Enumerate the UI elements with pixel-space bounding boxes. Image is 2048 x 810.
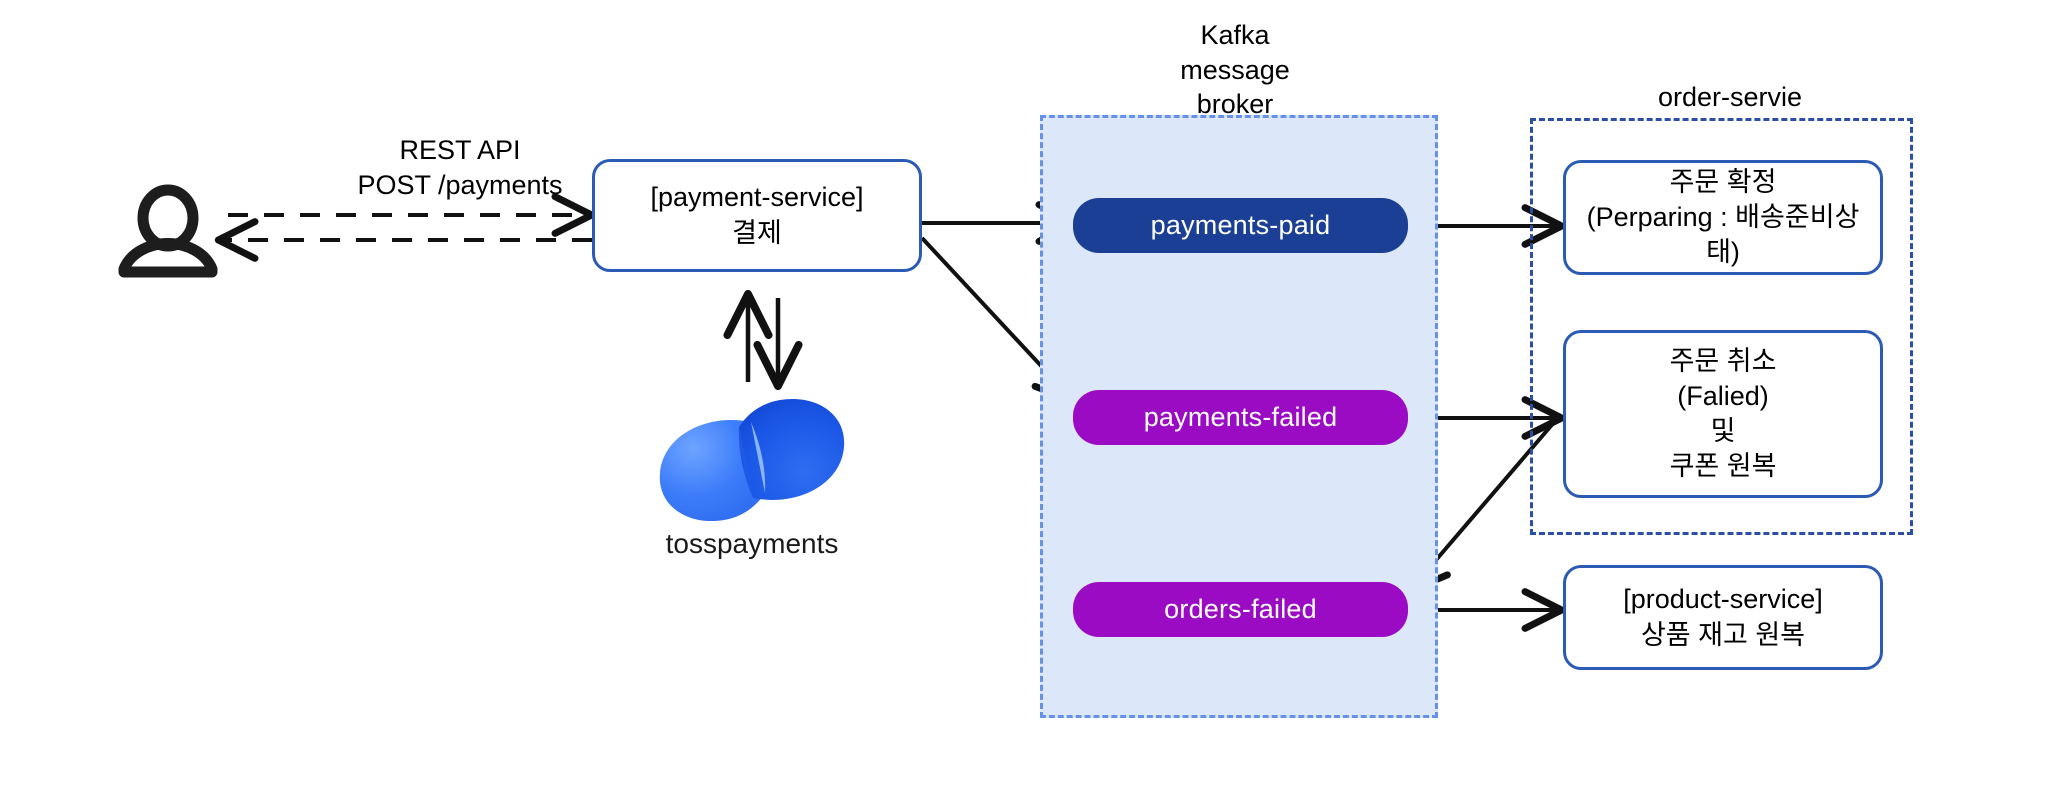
product-service-box[interactable]: [product-service] 상품 재고 원복 — [1563, 565, 1883, 670]
kafka-title: Kafka message broker — [1180, 20, 1290, 120]
kafka-topic-orders-failed[interactable]: orders-failed — [1073, 582, 1408, 637]
person-icon — [118, 184, 218, 278]
kafka-topic-payments-paid[interactable]: payments-paid — [1073, 198, 1408, 253]
rest-api-label: REST API POST /payments — [357, 135, 563, 200]
order-cancel-box[interactable]: 주문 취소 (Falied) 및 쿠폰 원복 — [1563, 330, 1883, 498]
tosspayments-label: tosspayments — [665, 528, 839, 559]
order-service-title: order-servie — [1657, 82, 1803, 112]
tosspayments-logo — [659, 398, 845, 522]
order-service-container — [1530, 118, 1913, 535]
payment-service-box[interactable]: [payment-service] 결제 — [592, 159, 922, 272]
order-confirm-box[interactable]: 주문 확정 (Perparing : 배송준비상태) — [1563, 160, 1883, 275]
kafka-topic-payments-failed[interactable]: payments-failed — [1073, 390, 1408, 445]
